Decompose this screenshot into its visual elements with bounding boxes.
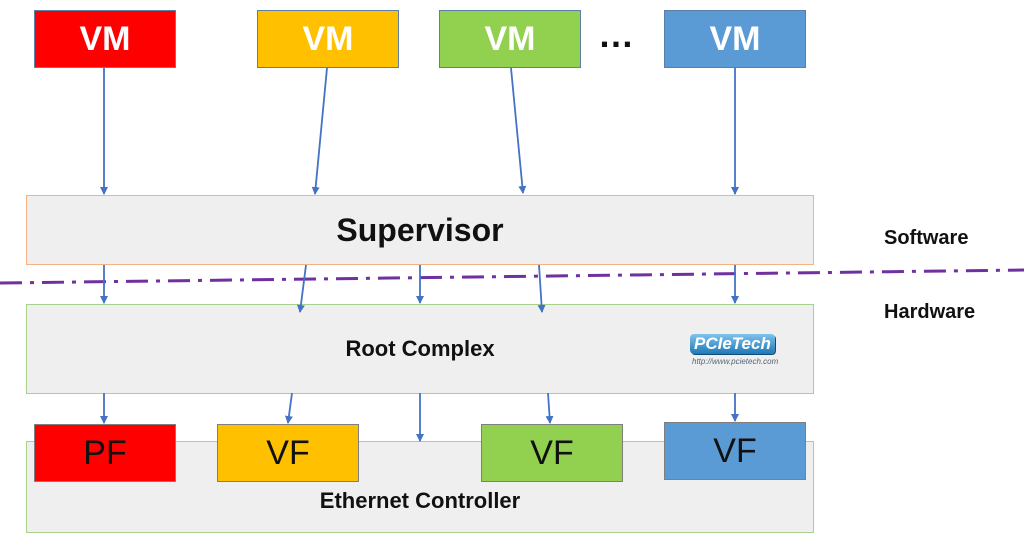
arrow-rc-vf2 (545, 392, 554, 424)
supervisor-label: Supervisor (336, 211, 504, 248)
vm-box-blue: VM (664, 10, 806, 68)
vm-label: VM (484, 19, 536, 58)
function-label: PF (83, 433, 127, 472)
pcietech-logo-url: http://www.pcietech.com (692, 357, 779, 366)
vf-box-blue: VF (664, 422, 806, 480)
vm-box-orange: VM (257, 10, 399, 68)
vf-box-orange: VF (217, 424, 359, 482)
vf-box-green: VF (481, 424, 623, 482)
arrow-rc-vf1 (284, 392, 293, 424)
function-label: VF (266, 433, 310, 472)
software-hardware-divider (0, 268, 1024, 285)
ethernet-controller-label: Ethernet Controller (319, 488, 521, 513)
hardware-layer-label: Hardware (884, 301, 976, 323)
vm-label: VM (79, 19, 131, 58)
vm-ellipsis: … (598, 14, 634, 55)
arrow-supervisor-rc-4 (537, 264, 546, 313)
root-complex-bar: Root Complex (26, 304, 814, 394)
vm-label: VM (302, 19, 354, 58)
root-complex-label: Root Complex (345, 336, 495, 361)
arrow-vm3-supervisor (510, 67, 527, 194)
pcietech-logo-badge: PCIeTech (690, 334, 775, 354)
arrow-vm2-supervisor (311, 67, 328, 195)
pf-box: PF (34, 424, 176, 482)
arrow-supervisor-rc-2 (296, 264, 307, 313)
vm-box-red: VM (34, 10, 176, 68)
function-label: VF (530, 433, 574, 472)
pcietech-logo: PCIeTech http://www.pcietech.com (690, 334, 794, 370)
vm-label: VM (709, 19, 761, 58)
software-layer-label: Software (884, 227, 969, 249)
function-label: VF (713, 431, 757, 470)
vm-box-green: VM (439, 10, 581, 68)
supervisor-bar: Supervisor (26, 195, 814, 265)
